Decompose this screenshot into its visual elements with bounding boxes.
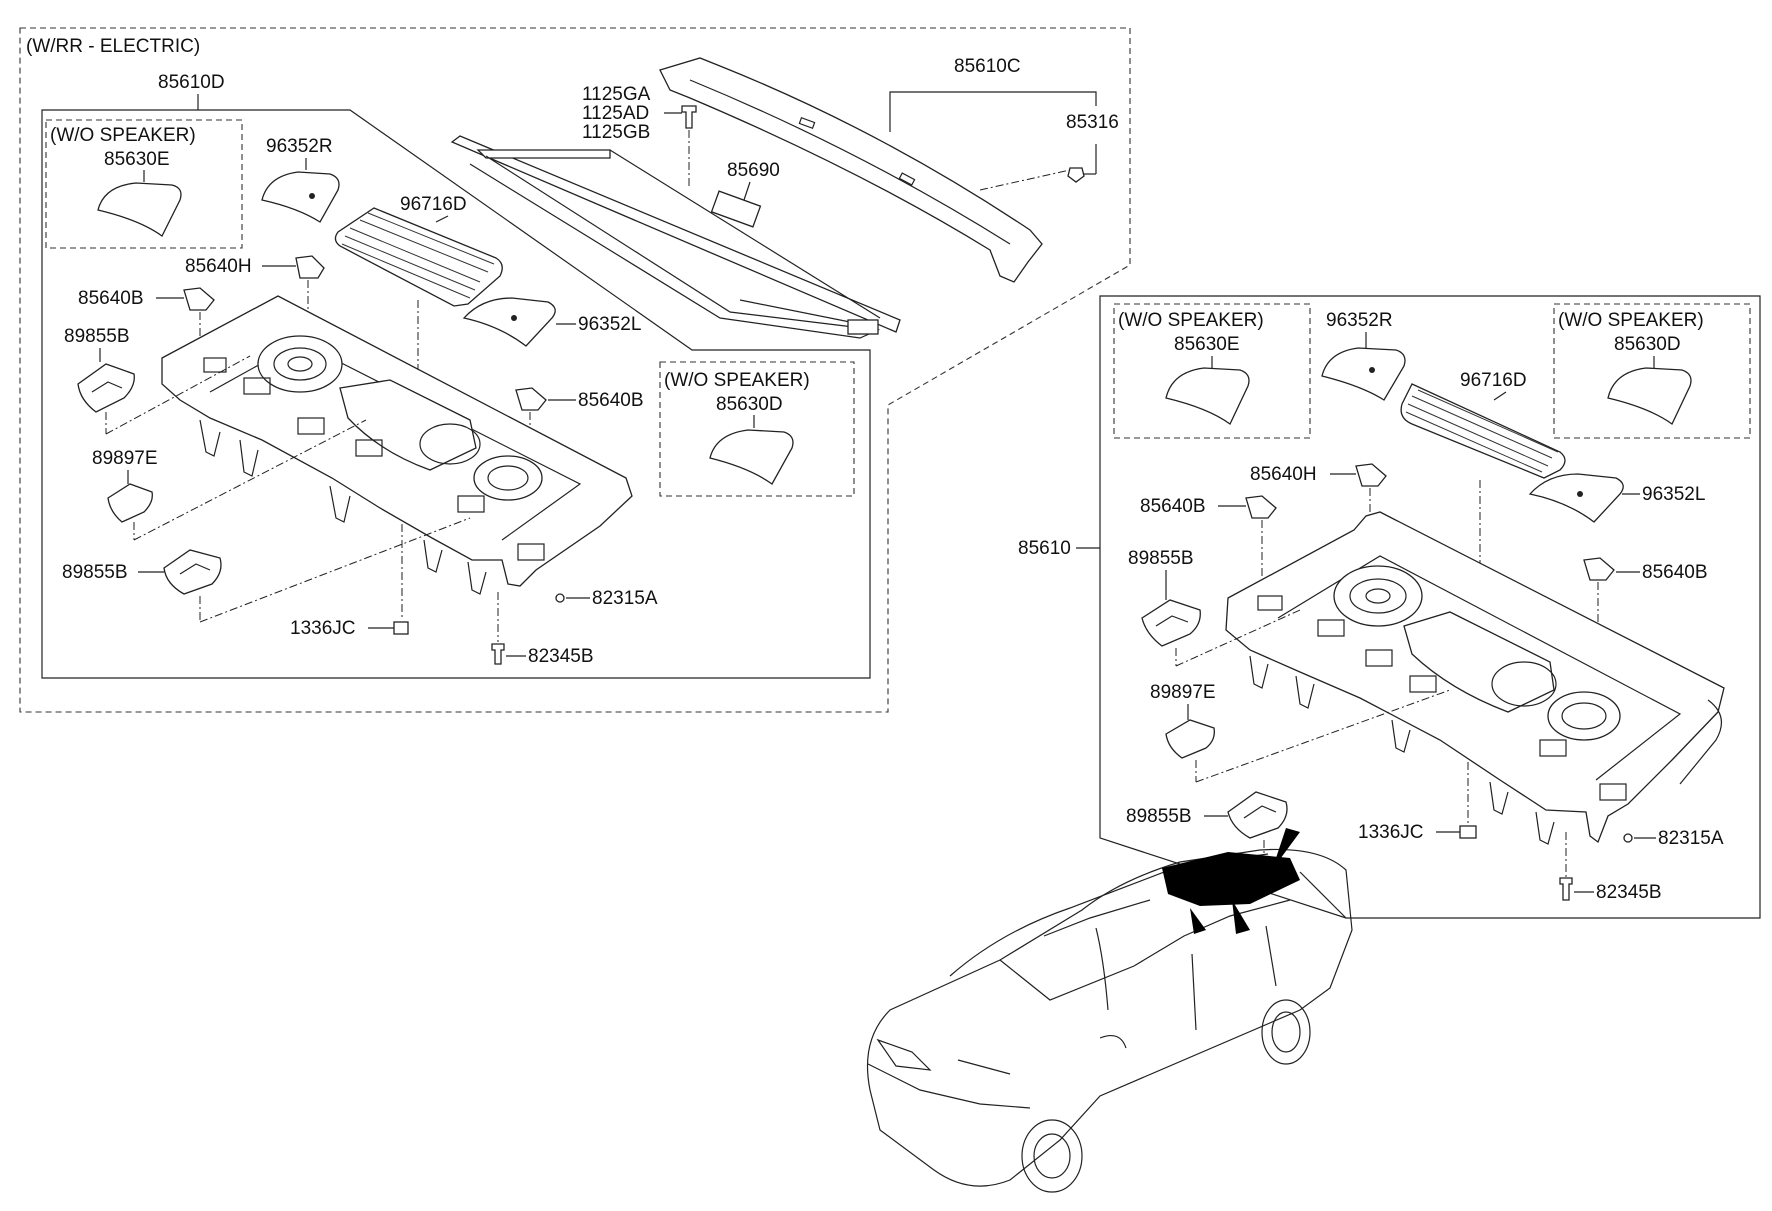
- label-1336jc: 1336JC: [290, 618, 356, 639]
- right-label-85640h: 85640H: [1250, 464, 1317, 485]
- tray-part: [1165, 719, 1215, 759]
- clip-part: [295, 255, 325, 279]
- tray-part: [1141, 599, 1201, 647]
- mesh-panel-part: [334, 207, 503, 307]
- parcel-shelf-panel: [1225, 511, 1725, 845]
- label-82315a: 82315A: [592, 588, 658, 609]
- right-label-96352l: 96352L: [1642, 484, 1705, 505]
- clip-part: [393, 621, 409, 635]
- clip-part: [1459, 825, 1477, 839]
- right-label-85640b-left: 85640B: [1140, 496, 1206, 517]
- label-89855b-bottom: 89855B: [62, 562, 128, 583]
- right-wo-speaker-box-b: [1553, 303, 1751, 439]
- right-label-89897e: 89897E: [1150, 682, 1216, 703]
- car-illustration: [866, 828, 1353, 1193]
- right-label-96352r: 96352R: [1326, 310, 1393, 331]
- label-85640b-right: 85640B: [578, 390, 644, 411]
- clip-part: [1245, 495, 1277, 519]
- left-group-title: (W/RR - ELECTRIC): [26, 36, 200, 57]
- label-89855b-top: 89855B: [64, 326, 130, 347]
- right-label-82315a: 82315A: [1658, 828, 1724, 849]
- left-assembly-label: 85610D: [158, 72, 225, 93]
- top-trim-part: [659, 57, 1043, 283]
- speaker-grille-cover-part: [462, 297, 556, 347]
- right-label-89855b-bottom: 89855B: [1126, 806, 1192, 827]
- tray-part: [77, 363, 135, 413]
- label-85640h: 85640H: [185, 256, 252, 277]
- left-wo-speaker-a-title: (W/O SPEAKER): [50, 125, 196, 146]
- clip-part: [1067, 167, 1085, 183]
- left-wo-speaker-a-part: 85630E: [104, 149, 170, 170]
- right-wo-speaker-a-title: (W/O SPEAKER): [1118, 310, 1264, 331]
- clip-part: [183, 287, 215, 311]
- right-assembly-label: 85610: [1018, 538, 1071, 559]
- label-89897e: 89897E: [92, 448, 158, 469]
- label-96716d: 96716D: [400, 194, 467, 215]
- label-82345b: 82345B: [528, 646, 594, 667]
- right-label-1336jc: 1336JC: [1358, 822, 1424, 843]
- label-85690: 85690: [727, 160, 780, 181]
- label-96352l: 96352L: [578, 314, 641, 335]
- mesh-panel-part: [1400, 383, 1566, 479]
- speaker-grille-cover-part: [1321, 347, 1406, 401]
- clip-part: [515, 387, 547, 411]
- screw-part: [681, 105, 697, 129]
- left-dashed-frame: [19, 27, 1131, 713]
- speaker-cover-part: [1607, 367, 1692, 425]
- parcel-shelf-panel: [161, 295, 633, 595]
- speaker-cover-part: [709, 429, 794, 485]
- right-label-85640b-right: 85640B: [1642, 562, 1708, 583]
- left-wo-speaker-box-a: [45, 119, 243, 249]
- sunshade-rail-part: [450, 135, 901, 339]
- label-96352r: 96352R: [266, 136, 333, 157]
- speaker-cover-part: [1165, 367, 1250, 425]
- label-1125gb: 1125GB: [582, 122, 650, 143]
- right-wo-speaker-box-a: [1113, 303, 1311, 439]
- tray-part: [107, 483, 153, 523]
- right-group: 85610 (W/O SPEAKER) 85630E 96352R (W/O S…: [1018, 295, 1761, 919]
- label-85640b-top: 85640B: [78, 288, 144, 309]
- label-85610c: 85610C: [954, 56, 1021, 77]
- clip-part: [1583, 557, 1615, 581]
- right-label-82345b: 82345B: [1596, 882, 1662, 903]
- bolt-part: [491, 643, 505, 665]
- tray-part: [163, 549, 222, 595]
- tray-part: [1227, 791, 1288, 839]
- highlighted-shelf-region: [1162, 852, 1300, 906]
- right-assembly-frame: [1099, 295, 1761, 919]
- left-wo-speaker-b-title: (W/O SPEAKER): [664, 370, 810, 391]
- label-85316: 85316: [1066, 112, 1119, 133]
- clip-part: [1355, 463, 1387, 487]
- right-label-96716d: 96716D: [1460, 370, 1527, 391]
- speaker-grille-cover-part: [261, 171, 340, 223]
- right-wo-speaker-b-title: (W/O SPEAKER): [1558, 310, 1704, 331]
- speaker-grille-cover-part: [1528, 473, 1624, 523]
- label-1125ga: 1125GA: [582, 84, 651, 105]
- left-wo-speaker-box-b: [659, 361, 855, 497]
- left-assembly-frame: [41, 109, 871, 679]
- nut-part: [555, 593, 565, 603]
- bolt-part: [1559, 877, 1573, 901]
- label-1125ad: 1125AD: [582, 103, 649, 124]
- right-wo-speaker-a-part: 85630E: [1174, 334, 1240, 355]
- right-label-89855b-top: 89855B: [1128, 548, 1194, 569]
- left-wo-speaker-b-part: 85630D: [716, 394, 783, 415]
- nut-part: [1623, 833, 1633, 843]
- left-group: (W/RR - ELECTRIC) 85610D (W/O SPEAKER) 8…: [19, 27, 1131, 713]
- right-wo-speaker-b-part: 85630D: [1614, 334, 1681, 355]
- speaker-cover-part: [97, 182, 182, 237]
